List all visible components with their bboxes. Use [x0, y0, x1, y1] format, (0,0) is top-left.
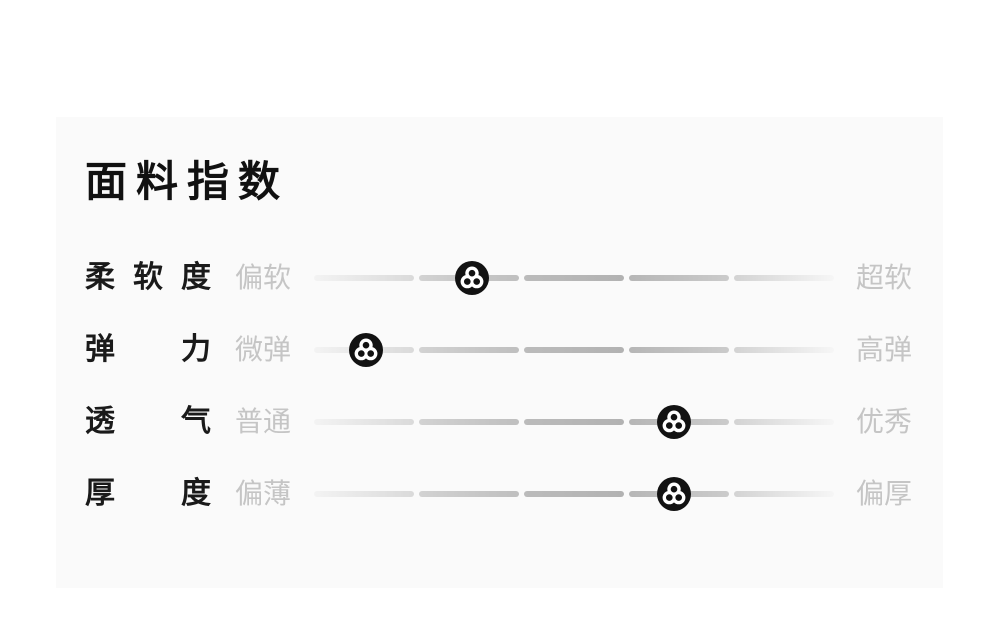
metric-name-breathability: 透气	[85, 405, 211, 438]
metric-name-softness: 柔软度	[85, 261, 211, 294]
elasticity-track	[314, 333, 834, 367]
thickness-track	[314, 477, 834, 511]
row-elasticity: 弹力 微弹	[85, 314, 918, 386]
fabric-metric-rows: 柔软度 偏软	[85, 242, 918, 530]
scale-min-label: 偏软	[235, 262, 292, 293]
track-segment	[314, 419, 414, 425]
track-segment	[314, 491, 414, 497]
track-segment	[629, 347, 729, 353]
track-segment	[734, 347, 834, 353]
row-thickness: 厚度 偏薄	[85, 458, 918, 530]
trefoil-marker-icon	[656, 477, 691, 511]
track-segment	[734, 491, 834, 497]
breathability-track	[314, 405, 834, 439]
track-segment	[734, 275, 834, 281]
trefoil-marker-icon	[349, 333, 383, 367]
track-segment	[629, 275, 729, 281]
scale-max-label: 超软	[856, 262, 913, 293]
track-segment	[524, 419, 624, 425]
scale-max-label: 优秀	[856, 406, 913, 437]
track-segment	[524, 275, 624, 281]
scale-min-label: 普通	[235, 406, 292, 437]
softness-track	[314, 261, 834, 295]
track-segment	[524, 347, 624, 353]
scale-max-label: 高弹	[856, 334, 913, 365]
row-breathability: 透气 普通	[85, 386, 918, 458]
metric-name-elasticity: 弹力	[85, 333, 211, 366]
trefoil-marker-icon	[656, 405, 691, 439]
track-segment	[419, 347, 519, 353]
trefoil-marker-icon	[454, 261, 489, 295]
section-title: 面料指数	[85, 158, 290, 205]
track-segment	[419, 419, 519, 425]
row-softness: 柔软度 偏软	[85, 242, 918, 314]
track-segment	[419, 491, 519, 497]
metric-name-thickness: 厚度	[85, 477, 211, 510]
fabric-index-card: 面料指数 柔软度 偏软	[56, 117, 943, 588]
scale-min-label: 偏薄	[235, 478, 292, 509]
scale-max-label: 偏厚	[856, 478, 913, 509]
track-segment	[734, 419, 834, 425]
scale-min-label: 微弹	[235, 334, 292, 365]
track-segment	[524, 491, 624, 497]
track-segment	[314, 275, 414, 281]
